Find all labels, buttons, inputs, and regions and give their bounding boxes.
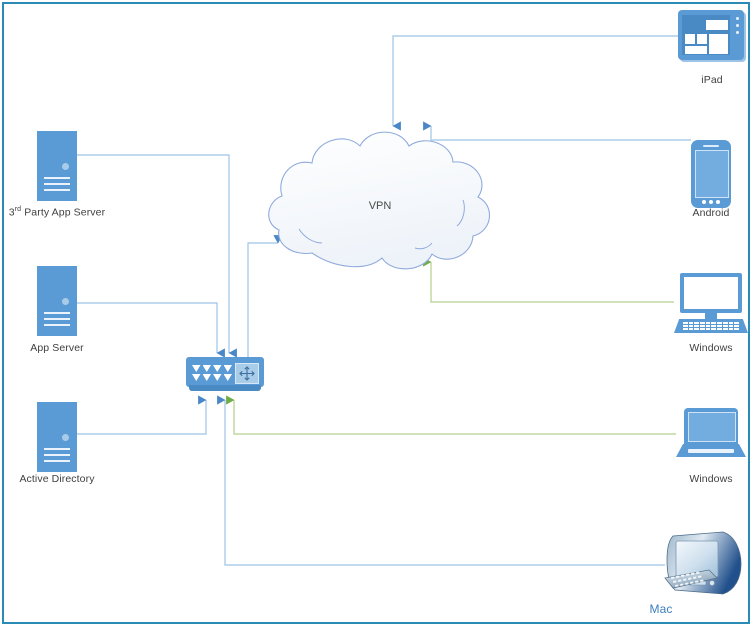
cloud-icon — [268, 131, 491, 270]
node-ipad[interactable] — [678, 10, 744, 60]
label-android: Android — [692, 207, 730, 219]
vpn-cloud-label: VPN — [368, 200, 392, 212]
tablet-tile-2 — [685, 34, 695, 44]
connection-switch-to-vpn — [247, 235, 283, 357]
node-third-party-app-server[interactable] — [37, 131, 77, 201]
server-bars — [44, 177, 70, 195]
server-bars — [44, 312, 70, 330]
switch-panel-icon — [235, 363, 259, 384]
label-superscript: rd — [14, 206, 22, 213]
tablet-icon — [678, 10, 744, 60]
monitor-stand — [705, 313, 717, 320]
tablet-tile-3 — [697, 34, 707, 44]
phone-buttons — [702, 200, 720, 204]
connection-mac-to-switch — [217, 395, 665, 566]
server-status-dot — [62, 298, 69, 305]
label-rest: Party App Server — [21, 206, 106, 219]
label-third-party-app-server: 3rd Party App Server — [0, 206, 147, 219]
server-bars — [44, 448, 70, 466]
network-switch-icon — [186, 357, 264, 391]
keyboard-icon — [674, 319, 748, 333]
four-way-arrows-icon — [239, 366, 255, 381]
label-ipad: iPad — [701, 74, 723, 86]
tablet-tile-4 — [685, 46, 707, 54]
node-android[interactable] — [691, 140, 731, 208]
laptop-screen — [688, 412, 736, 442]
label-active-directory: Active Directory — [19, 473, 95, 485]
label-prefix: 3 — [8, 206, 15, 219]
monitor-screen — [680, 273, 742, 313]
label-windows-laptop: Windows — [689, 473, 733, 485]
server-status-dot — [62, 434, 69, 441]
connection-ipad-to-vpn — [392, 35, 678, 131]
node-app-server[interactable] — [37, 266, 77, 336]
switch-base — [189, 385, 261, 391]
tablet-side-buttons — [736, 17, 740, 38]
node-windows-desktop[interactable] — [674, 273, 748, 335]
label-windows-desktop: Windows — [689, 342, 733, 354]
server-status-dot — [62, 163, 69, 170]
label-app-server: App Server — [30, 342, 84, 354]
keyboard-keys — [683, 322, 739, 330]
phone-speaker — [703, 145, 719, 147]
node-windows-laptop[interactable] — [676, 408, 746, 460]
phone-screen — [695, 150, 729, 198]
connection-active-directory-to-switch — [77, 395, 207, 435]
switch-ports — [192, 365, 232, 381]
tablet-tile-1 — [706, 20, 728, 30]
node-switch[interactable] — [186, 357, 264, 391]
imac-computer-icon — [664, 531, 742, 595]
connection-third-party-app-server-to-switch — [77, 154, 237, 358]
connection-windows-laptop-to-switch — [226, 395, 676, 435]
server-icon — [37, 402, 77, 472]
laptop-touchpad — [688, 449, 734, 453]
connection-app-server-to-switch — [77, 302, 225, 358]
connection-android-to-vpn — [423, 121, 691, 141]
laptop-icon — [676, 408, 746, 460]
server-icon — [37, 266, 77, 336]
connection-windows-desktop-to-vpn — [423, 257, 674, 303]
tablet-tile-5 — [709, 34, 728, 54]
desktop-computer-icon — [674, 273, 748, 335]
label-mac: Mac — [649, 602, 673, 616]
smartphone-icon — [691, 140, 731, 208]
node-active-directory[interactable] — [37, 402, 77, 472]
server-icon — [37, 131, 77, 201]
